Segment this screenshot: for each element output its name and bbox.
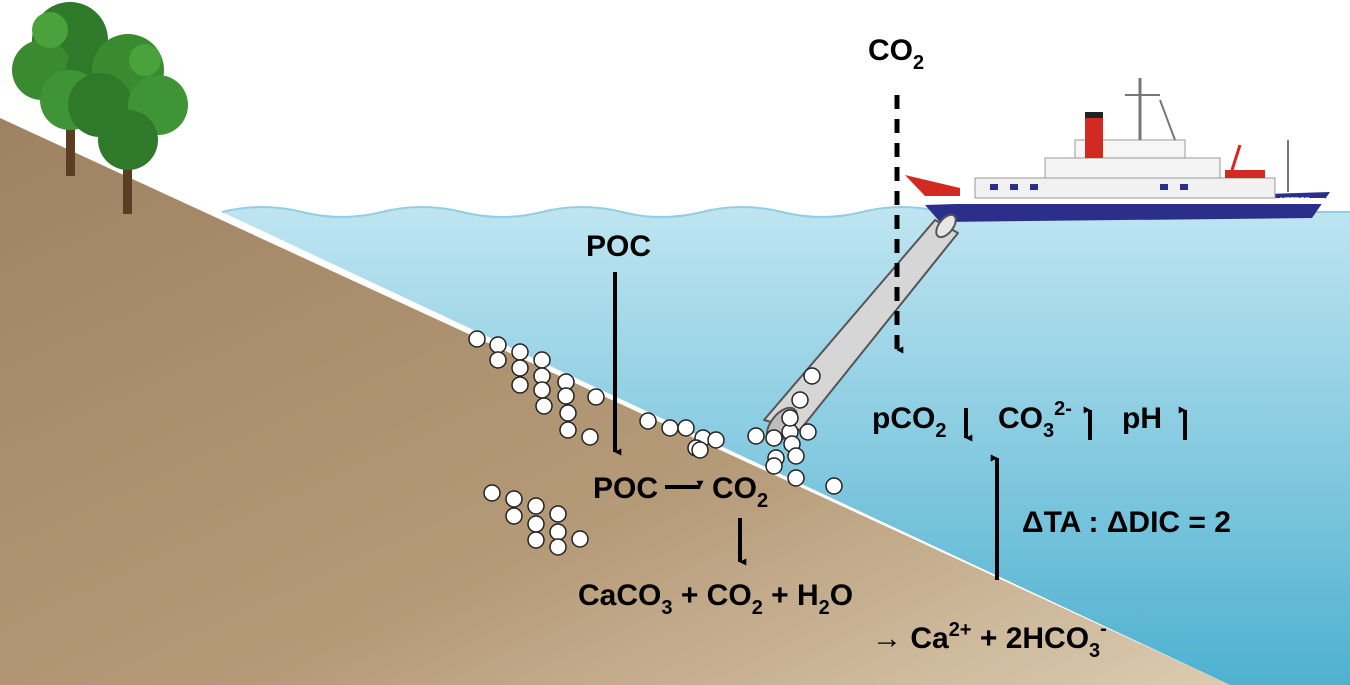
mineral-particle-icon xyxy=(581,428,599,446)
mineral-particle-icon xyxy=(787,447,805,465)
water-surface-wave xyxy=(221,206,1350,218)
mineral-particle-icon xyxy=(557,387,575,405)
poc-label: POC xyxy=(586,230,651,263)
mineral-particle-icon xyxy=(677,419,695,437)
mineral-particle-icon xyxy=(527,497,545,515)
pco2-label: pCO2 xyxy=(872,402,946,442)
mineral-particle-icon xyxy=(549,538,567,556)
mineral-particle-icon xyxy=(505,507,523,525)
mineral-particles xyxy=(468,330,843,556)
mineral-particle-icon xyxy=(765,457,783,475)
alkalinity-ratio-label: ΔTA : ΔDIC = 2 xyxy=(1022,506,1231,539)
mineral-particle-icon xyxy=(559,404,577,422)
mineral-particle-icon xyxy=(511,376,529,394)
mineral-particle-icon xyxy=(535,397,553,415)
mineral-particle-icon xyxy=(799,423,817,441)
mineral-particle-icon xyxy=(468,330,486,348)
mineral-particle-icon xyxy=(549,505,567,523)
mineral-particle-icon xyxy=(825,477,843,495)
mineral-particle-icon xyxy=(639,412,657,430)
mineral-particle-icon xyxy=(747,427,765,445)
mineral-particle-icon xyxy=(489,336,507,354)
mineral-particle-icon xyxy=(765,429,783,447)
dissolution-products: → Ca2+ + 2HCO3- xyxy=(872,618,1107,662)
mineral-particle-icon xyxy=(787,469,805,487)
mineral-particle-icon xyxy=(511,359,529,377)
mineral-particle-icon xyxy=(549,523,567,541)
mineral-particle-icon xyxy=(527,531,545,549)
tree-icon xyxy=(68,34,188,214)
mineral-particle-icon xyxy=(533,351,551,369)
ship-name: METEOR xyxy=(1280,197,1310,204)
dissolution-equation: CaCO3 + CO2 + H2O xyxy=(578,579,853,619)
carbonate-label: CO32- xyxy=(998,398,1072,442)
mineral-particle-icon xyxy=(661,419,679,437)
mineral-particle-icon xyxy=(691,441,709,459)
mineral-particle-icon xyxy=(527,515,545,533)
mineral-particle-icon xyxy=(505,490,523,508)
poc-reaction-left: POC xyxy=(593,472,658,505)
mineral-particle-icon xyxy=(533,381,551,399)
mineral-particle-icon xyxy=(587,388,605,406)
mineral-particle-icon xyxy=(559,421,577,439)
mineral-particle-icon xyxy=(489,351,507,369)
poc-reaction-right: CO2 xyxy=(712,472,768,512)
atmospheric-co2-label: CO2 xyxy=(868,34,924,74)
mineral-particle-icon xyxy=(791,391,809,409)
mineral-particle-icon xyxy=(571,530,589,548)
mineral-particle-icon xyxy=(803,367,821,385)
ph-label: pH xyxy=(1122,402,1162,435)
research-vessel-icon: METEOR xyxy=(905,78,1330,222)
mineral-particle-icon xyxy=(707,431,725,449)
mineral-particle-icon xyxy=(781,409,799,427)
mineral-particle-icon xyxy=(511,343,529,361)
mineral-particle-icon xyxy=(483,484,501,502)
